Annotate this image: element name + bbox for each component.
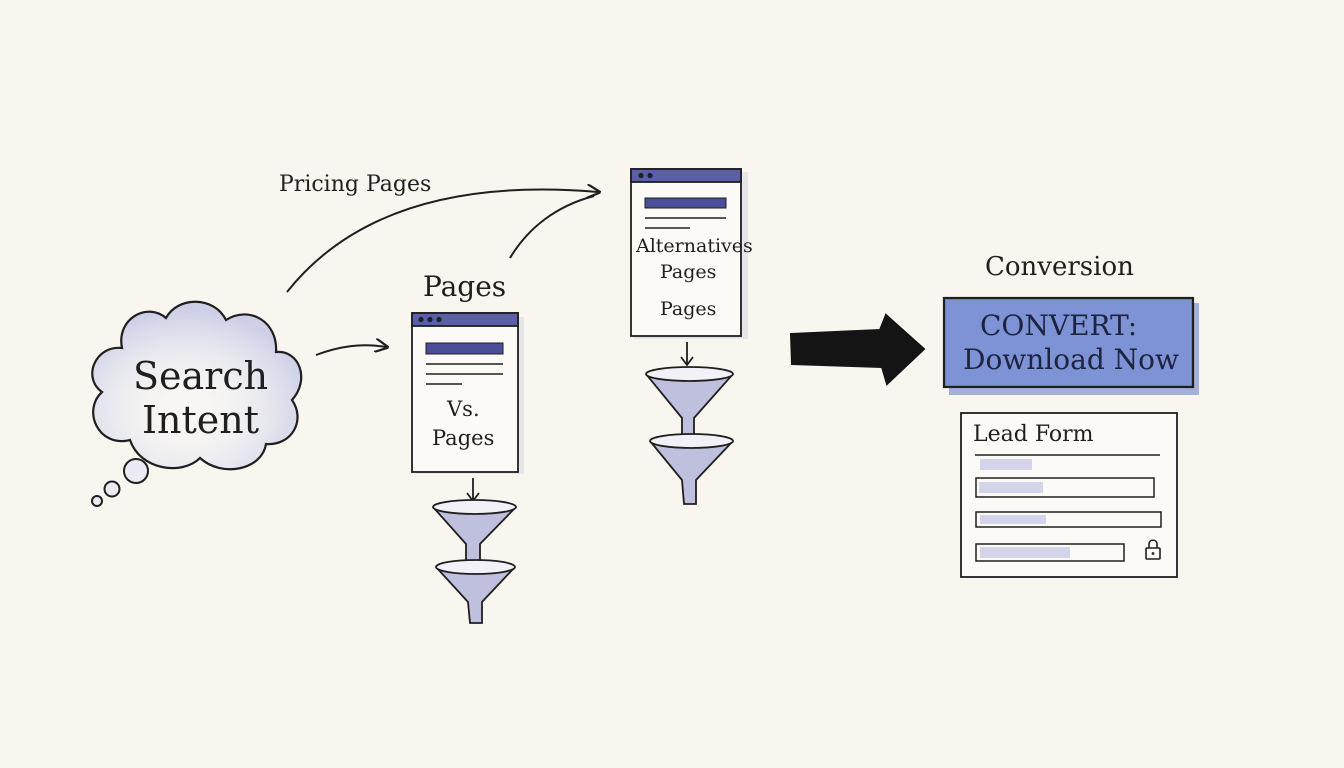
- lock-icon: [1145, 539, 1161, 560]
- alternatives-page-window: [630, 168, 748, 339]
- thought-bubble-small: [91, 495, 103, 507]
- lead-form-field-2[interactable]: [976, 478, 1162, 496]
- thought-bubble-large: [123, 458, 149, 484]
- alternatives-page-title: Alternatives: [636, 235, 753, 257]
- vs-funnel-bottom: [435, 559, 516, 624]
- arrow-vs-to-funnel: [466, 478, 480, 503]
- lead-form-field-3[interactable]: [976, 510, 1162, 528]
- arrow-vs-to-alternatives: [509, 195, 595, 259]
- alternatives-page-caption: Pages: [660, 298, 717, 320]
- convert-button-line-1: CONVERT:: [980, 309, 1138, 342]
- arrow-intent-to-pricing: [286, 190, 598, 293]
- lead-form-card: [960, 412, 1178, 578]
- lead-form-title: Lead Form: [973, 422, 1094, 447]
- lock-icon-hit: [1142, 540, 1164, 562]
- pricing-pages-label: Pricing Pages: [279, 172, 432, 197]
- thought-bubble-medium: [103, 480, 121, 498]
- search-intent-line-2: Intent: [142, 398, 259, 442]
- window-banner: [644, 197, 727, 209]
- vs-page-window: [411, 312, 524, 474]
- vs-page-title: Vs.: [447, 397, 480, 421]
- lead-form-field-4[interactable]: [976, 543, 1124, 561]
- conversion-heading: Conversion: [985, 252, 1134, 282]
- vs-page-subtitle: Pages: [432, 426, 495, 450]
- arrow-to-conversion: [789, 313, 926, 386]
- arrow-intent-to-vs: [315, 345, 386, 356]
- search-intent-line-1: Search: [133, 354, 269, 398]
- lead-form-field-1[interactable]: [976, 454, 1162, 472]
- vs-funnel-top: [432, 499, 517, 567]
- window-titlebar: [630, 168, 742, 183]
- convert-button-shape: [942, 296, 1199, 395]
- alternatives-funnel-bottom: [649, 433, 734, 505]
- window-titlebar: [411, 312, 519, 327]
- vs-pages-heading: Pages: [423, 270, 507, 303]
- alternatives-funnel-top: [645, 366, 734, 439]
- alternatives-page-subtitle: Pages: [660, 261, 717, 283]
- arrow-alternatives-to-funnel: [680, 342, 694, 367]
- convert-button-line-2: Download Now: [963, 343, 1179, 376]
- search-intent-cloud: [91, 300, 303, 507]
- window-banner: [425, 342, 504, 355]
